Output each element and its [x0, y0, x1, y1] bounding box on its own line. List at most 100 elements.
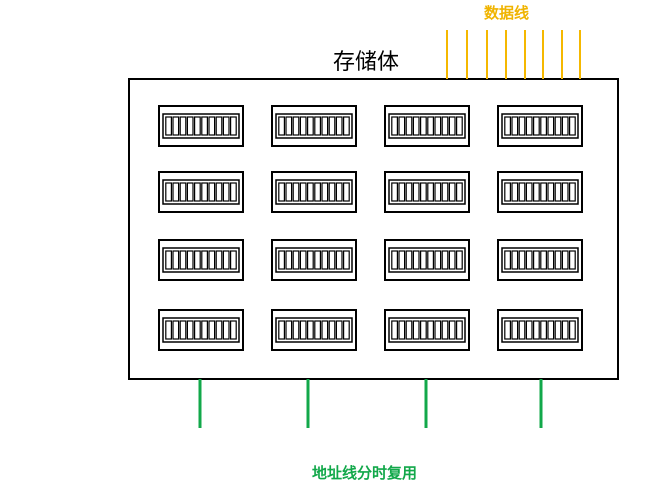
- storage-bit-cell: [568, 182, 576, 202]
- storage-bit-cell: [201, 182, 209, 202]
- storage-bit-cell: [547, 250, 555, 270]
- storage-unit: [271, 309, 357, 351]
- storage-bit-cell: [314, 320, 321, 340]
- storage-unit: [271, 239, 357, 281]
- storage-bit-cell: [427, 320, 434, 340]
- storage-bit-cell: [307, 116, 314, 136]
- storage-bit-cell: [540, 320, 547, 340]
- storage-bit-cell: [201, 116, 209, 136]
- storage-bit-cell: [412, 320, 420, 340]
- storage-bit-cell: [321, 116, 329, 136]
- storage-bit-cell: [328, 320, 336, 340]
- storage-bit-cell: [278, 250, 285, 270]
- storage-bit-cell: [448, 320, 456, 340]
- storage-bit-cell: [328, 182, 336, 202]
- storage-bit-cell: [525, 182, 533, 202]
- storage-unit: [384, 309, 470, 351]
- storage-bit-cell: [412, 182, 420, 202]
- address-lines: [198, 379, 543, 428]
- storage-bit-cell: [292, 320, 300, 340]
- storage-bit-cell: [314, 250, 321, 270]
- storage-bit-cell: [285, 250, 293, 270]
- storage-bit-cell: [194, 320, 201, 340]
- storage-bit-cell: [511, 182, 519, 202]
- storage-bit-cell: [222, 116, 230, 136]
- storage-bit-cell: [441, 250, 449, 270]
- storage-bit-cell: [420, 116, 427, 136]
- storage-bit-cell: [504, 320, 511, 340]
- storage-bit-cell: [547, 116, 555, 136]
- storage-bit-cell: [194, 182, 201, 202]
- storage-bit-cell: [186, 116, 194, 136]
- storage-bit-cell: [201, 250, 209, 270]
- storage-bit-cell: [398, 250, 406, 270]
- storage-bit-cell: [299, 250, 307, 270]
- storage-bit-cell: [554, 182, 562, 202]
- storage-bit-cell: [215, 250, 223, 270]
- storage-bit-cell: [511, 320, 519, 340]
- storage-body-label: 存储体: [333, 50, 400, 75]
- storage-bit-cell: [391, 116, 398, 136]
- storage-bit-cell: [448, 250, 456, 270]
- storage-bit-cell: [547, 182, 555, 202]
- storage-bit-cell: [547, 320, 555, 340]
- storage-bit-cell: [434, 320, 442, 340]
- storage-bit-cell: [335, 250, 343, 270]
- storage-bit-cell: [165, 250, 173, 270]
- storage-bit-cell: [307, 250, 314, 270]
- storage-bit-cell: [427, 116, 434, 136]
- storage-bit-cell: [172, 182, 180, 202]
- storage-bit-cell: [215, 116, 223, 136]
- storage-bit-cell: [307, 182, 314, 202]
- storage-bit-cell: [179, 116, 187, 136]
- storage-bit-cell: [186, 320, 194, 340]
- storage-units: [158, 105, 583, 351]
- storage-bit-cell: [299, 116, 307, 136]
- storage-bit-cell: [194, 116, 201, 136]
- data-lines-label: 数据线: [484, 4, 530, 22]
- storage-unit: [497, 105, 583, 147]
- storage-bit-cell: [561, 182, 569, 202]
- storage-bit-cell: [532, 320, 540, 340]
- storage-bit-cell: [456, 250, 463, 270]
- storage-bit-cell: [405, 182, 413, 202]
- storage-bit-cell: [511, 250, 519, 270]
- storage-bit-cell: [321, 182, 329, 202]
- storage-bit-cell: [222, 250, 230, 270]
- storage-bit-cell: [186, 250, 194, 270]
- storage-bit-cell: [292, 182, 300, 202]
- storage-bit-cell: [420, 320, 427, 340]
- storage-bit-cell: [285, 182, 293, 202]
- storage-bit-cell: [412, 250, 420, 270]
- storage-bit-cell: [208, 320, 216, 340]
- storage-unit: [497, 239, 583, 281]
- storage-bit-cell: [434, 182, 442, 202]
- storage-bit-cell: [448, 182, 456, 202]
- storage-bit-cell: [554, 250, 562, 270]
- storage-bit-cell: [292, 250, 300, 270]
- storage-bit-cell: [405, 116, 413, 136]
- storage-bit-cell: [412, 116, 420, 136]
- storage-bit-cell: [222, 182, 230, 202]
- storage-bit-cell: [335, 116, 343, 136]
- storage-bit-cell: [532, 182, 540, 202]
- storage-bit-cell: [434, 250, 442, 270]
- storage-bit-cell: [398, 320, 406, 340]
- storage-bit-cell: [427, 250, 434, 270]
- storage-bit-cell: [292, 116, 300, 136]
- storage-bit-cell: [299, 320, 307, 340]
- storage-bit-cell: [511, 116, 519, 136]
- storage-bit-cell: [335, 320, 343, 340]
- storage-bit-cell: [215, 320, 223, 340]
- storage-bit-cell: [518, 116, 526, 136]
- storage-bit-cell: [230, 182, 237, 202]
- storage-bit-cell: [285, 116, 293, 136]
- storage-bit-cell: [215, 182, 223, 202]
- storage-bit-cell: [554, 116, 562, 136]
- storage-bit-cell: [179, 182, 187, 202]
- storage-bit-cell: [321, 250, 329, 270]
- storage-bit-cell: [561, 116, 569, 136]
- address-lines-label: 地址线分时复用: [312, 464, 418, 482]
